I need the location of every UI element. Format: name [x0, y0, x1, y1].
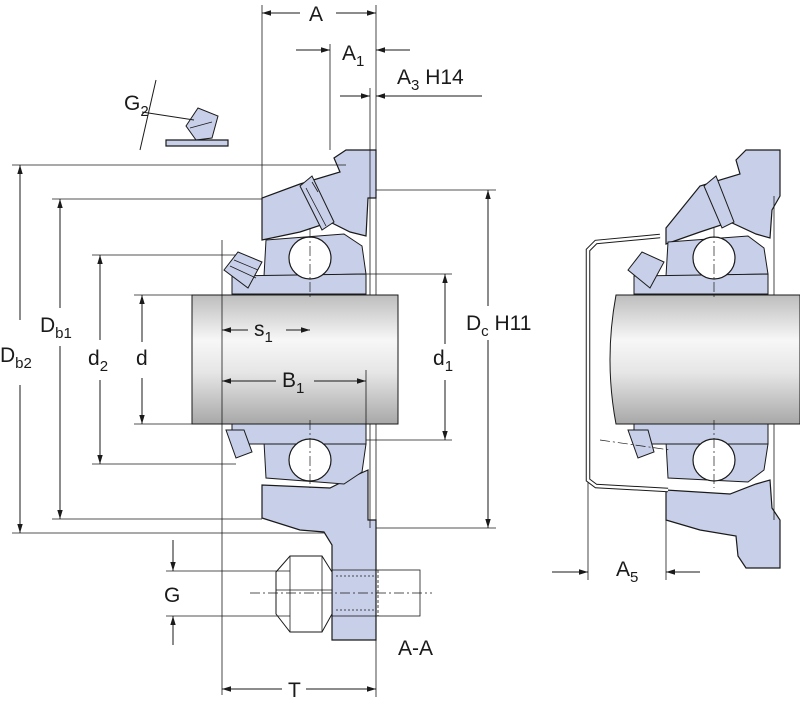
label-Db2: Db2: [0, 344, 32, 372]
label-Dc: Dc H11: [466, 312, 531, 340]
label-s1: s1: [254, 318, 273, 346]
label-section: A-A: [398, 637, 433, 660]
label-Db1: Db1: [40, 314, 72, 342]
shaft: [191, 294, 399, 425]
label-A: A: [309, 3, 323, 26]
g2-detail: [139, 79, 229, 151]
housing-right-lower: [665, 479, 781, 569]
label-A5: A5: [616, 558, 638, 586]
label-B1: B1: [282, 369, 304, 397]
label-G2: G2: [124, 92, 149, 120]
label-A1: A1: [342, 42, 364, 70]
left-section-view: [139, 79, 432, 641]
label-d2: d2: [88, 347, 108, 375]
label-d: d: [136, 347, 148, 370]
right-section-view: [585, 149, 800, 569]
shaft-right: [609, 294, 800, 425]
label-T: T: [288, 679, 301, 702]
label-A3: A3 H14: [397, 66, 464, 94]
dimension-labels: A A1 A3 H14 G2 Db1 Db2 d2 d s1 B1 d1 Dc …: [0, 3, 638, 702]
label-d1: d1: [433, 347, 453, 375]
grease-nipple: [299, 175, 335, 231]
dimension-lines: [12, 5, 700, 697]
label-G: G: [164, 584, 180, 607]
